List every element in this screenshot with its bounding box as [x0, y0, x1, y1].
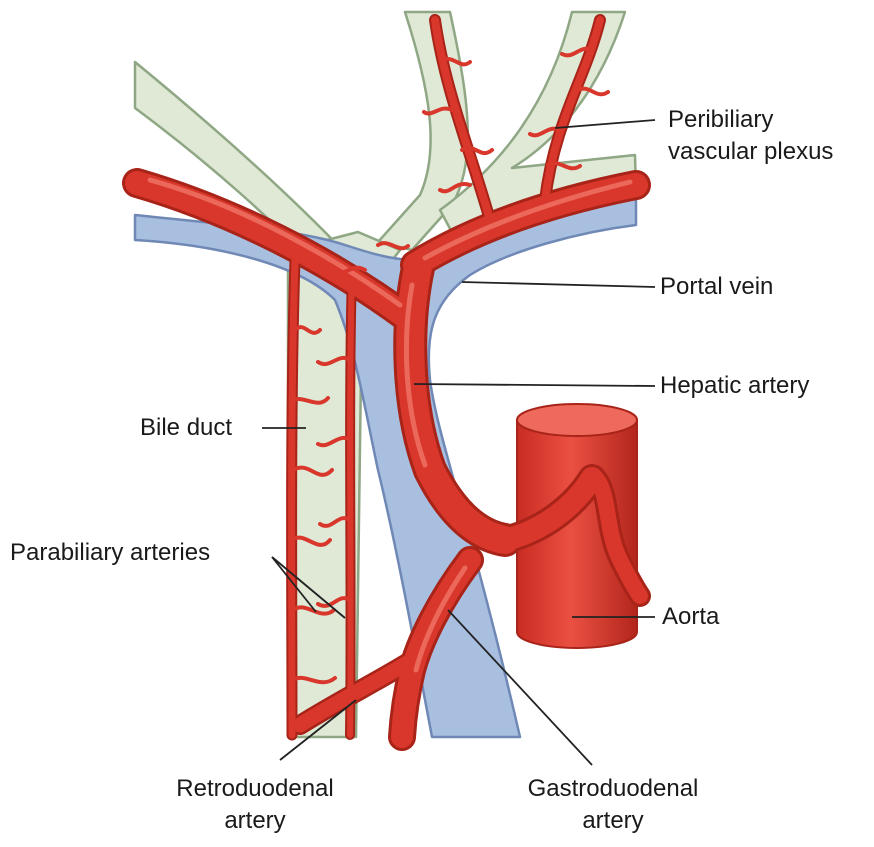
label-hepatic-artery: Hepatic artery [660, 370, 809, 402]
artery-parabiliary-right [350, 270, 352, 735]
label-peribiliary-line1: Peribiliary [668, 104, 833, 136]
label-bile-duct: Bile duct [140, 412, 232, 444]
label-aorta: Aorta [662, 601, 719, 633]
label-portal-vein: Portal vein [660, 271, 773, 303]
label-retroduodenal-line2: artery [150, 805, 360, 837]
label-parabiliary-arteries: Parabiliary arteries [10, 537, 210, 569]
label-gastroduodenal-line1: Gastroduodenal [498, 773, 728, 805]
label-retroduodenal-artery: Retroduodenal artery [150, 773, 360, 837]
aorta-top [517, 404, 637, 436]
label-gastroduodenal-artery: Gastroduodenal artery [498, 773, 728, 837]
label-retroduodenal-line1: Retroduodenal [150, 773, 360, 805]
label-gastroduodenal-line2: artery [498, 805, 728, 837]
leader-portal-vein [462, 282, 655, 287]
label-peribiliary-plexus: Peribiliary vascular plexus [668, 104, 833, 168]
label-peribiliary-line2: vascular plexus [668, 136, 833, 168]
leader-hepatic-artery [414, 384, 655, 386]
